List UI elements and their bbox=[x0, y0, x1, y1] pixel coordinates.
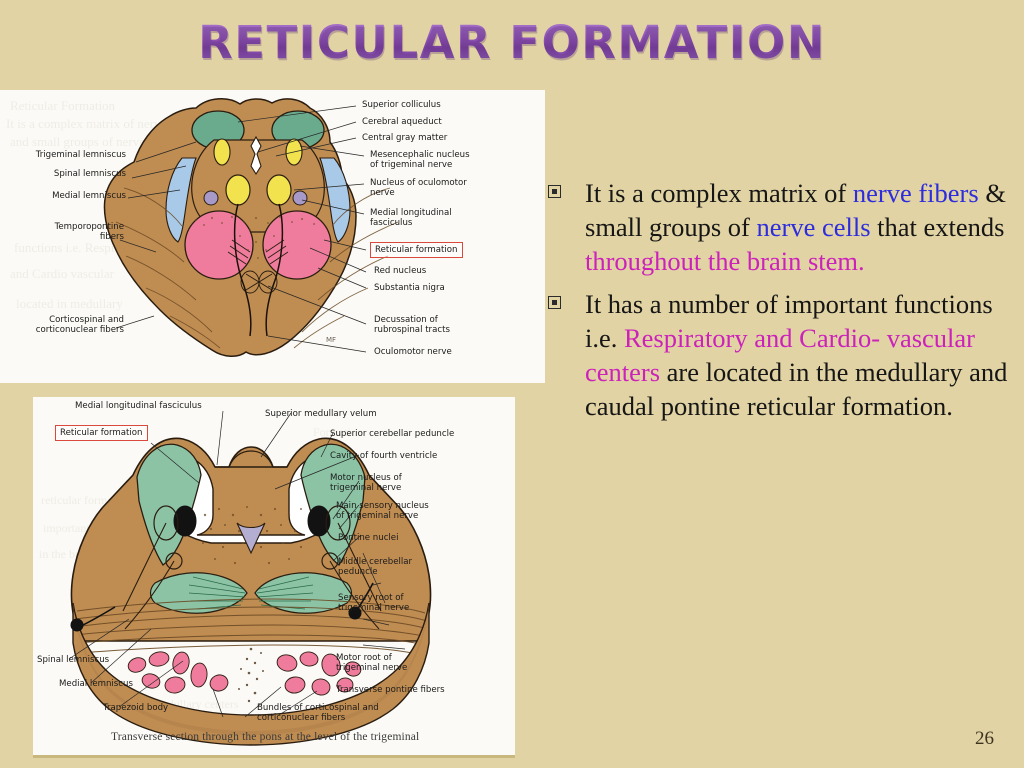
label-motor-root-trigeminal: Motor root of trigeminal nerve bbox=[336, 653, 408, 674]
label-superior-colliculus: Superior colliculus bbox=[362, 100, 441, 110]
label-main-sensory-nucleus-trigeminal: Main sensory nucleus of trigeminal nerve bbox=[336, 501, 429, 522]
square-bullet-icon bbox=[548, 296, 561, 309]
label-superior-medullary-velum: Superior medullary velum bbox=[265, 409, 377, 419]
label-decussation-rubrospinal-tracts: Decussation of rubrospinal tracts bbox=[374, 315, 450, 336]
label-central-gray-matter: Central gray matter bbox=[362, 133, 448, 143]
text-run-blue: nerve fibers bbox=[852, 178, 979, 208]
figure-pons-caption: Transverse section through the pons at t… bbox=[111, 731, 420, 743]
label-nucleus-oculomotor-nerve: Nucleus of oculomotor nerve bbox=[370, 178, 467, 199]
label-trigeminal-lemniscus: Trigeminal lemniscus bbox=[35, 150, 126, 160]
square-bullet-icon bbox=[548, 185, 561, 198]
label-superior-cerebellar-peduncle: Superior cerebellar peduncle bbox=[330, 429, 455, 439]
label-transverse-pontine-fibers: Transverse pontine fibers bbox=[336, 685, 445, 695]
body-text-block: It is a complex matrix of nerve fibers &… bbox=[548, 176, 1010, 432]
text-run-plain: It has a number of important functions i… bbox=[585, 289, 993, 353]
label-substantia-nigra: Substantia nigra bbox=[374, 283, 445, 293]
bullet-item: It has a number of important functions i… bbox=[548, 287, 1010, 423]
label-mesencephalic-nucleus-trigeminal: Mesencephalic nucleus of trigeminal nerv… bbox=[370, 150, 470, 171]
figure-pons-section: reticular formation important in the bra… bbox=[33, 397, 515, 758]
label-middle-cerebellar-peduncle: Middle cerebellar peduncle bbox=[338, 557, 413, 578]
label-oculomotor-nerve: Oculomotor nerve bbox=[374, 347, 452, 357]
pons-drawing bbox=[68, 410, 432, 746]
label-spinal-lemniscus: Spinal lemniscus bbox=[53, 169, 126, 179]
label-medial-longitudinal-fasciculus: Medial longitudinal fasciculus bbox=[370, 208, 452, 229]
label-trapezoid-body: Trapezoid body bbox=[103, 703, 169, 713]
svg-text:MF: MF bbox=[326, 336, 336, 344]
label-medial-lemniscus: Medial lemniscus bbox=[52, 191, 126, 201]
text-run-plain: are located in the medullary and caudal … bbox=[585, 357, 1008, 421]
label-pons-spinal-lemniscus: Spinal lemniscus bbox=[37, 655, 110, 665]
label-red-nucleus: Red nucleus bbox=[374, 266, 427, 276]
bullet-text-2: It has a number of important functions i… bbox=[585, 287, 1010, 423]
bullet-item: It is a complex matrix of nerve fibers &… bbox=[548, 176, 1010, 278]
label-temporopontine-fibers: Temporopontine fibers bbox=[54, 222, 124, 243]
text-run-magenta: Respiratory and Cardio- vascular centers bbox=[585, 323, 976, 387]
bullet-text-1: It is a complex matrix of nerve fibers &… bbox=[585, 176, 1010, 278]
label-pons-reticular-formation-highlighted: Reticular formation bbox=[55, 425, 149, 442]
label-pons-medial-lemniscus: Medial lemniscus bbox=[59, 679, 133, 689]
label-motor-nucleus-trigeminal: Motor nucleus of trigeminal nerve bbox=[330, 473, 402, 494]
page-number: 26 bbox=[975, 728, 994, 749]
text-run-plain: & small groups of bbox=[585, 178, 1006, 242]
label-cerebral-aqueduct: Cerebral aqueduct bbox=[362, 117, 442, 127]
text-run-plain: It is a complex matrix of bbox=[585, 178, 853, 208]
figure-midbrain-section: Reticular Formation It is a complex matr… bbox=[0, 90, 545, 383]
label-bundles-corticospinal-corticonuclear: Bundles of corticospinal and corticonucl… bbox=[257, 703, 379, 724]
label-reticular-formation-highlighted: Reticular formation bbox=[370, 242, 464, 259]
label-pontine-nuclei: Pontine nuclei bbox=[338, 533, 399, 543]
label-pons-medial-longitudinal-fasciculus: Medial longitudinal fasciculus bbox=[75, 401, 202, 411]
text-run-blue: nerve cells bbox=[756, 212, 871, 242]
label-sensory-root-trigeminal: Sensory root of trigeminal nerve bbox=[338, 593, 410, 614]
text-run-plain: that extends bbox=[870, 212, 1005, 242]
label-corticospinal-corticonuclear-fibers: Corticospinal and corticonuclear fibers bbox=[35, 315, 124, 336]
label-cavity-fourth-ventricle: Cavity of fourth ventricle bbox=[330, 451, 438, 461]
text-run-magenta: throughout the brain stem. bbox=[585, 246, 865, 276]
page-title: RETICULAR FORMATION bbox=[0, 16, 1024, 69]
midbrain-drawing: MF bbox=[103, 98, 399, 357]
